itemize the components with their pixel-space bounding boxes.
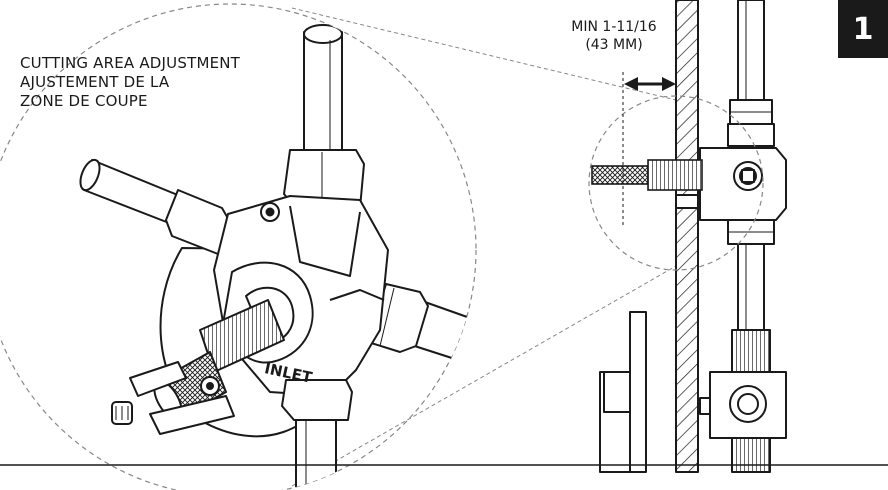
dimension-line-2: (43 MM) [585, 37, 643, 53]
cutting-area-callout: CUTTING AREA ADJUSTMENT AJUSTEMENT DE LA… [20, 54, 278, 111]
valve-detail [79, 24, 471, 490]
callout-line-1: CUTTING AREA ADJUSTMENT [20, 54, 241, 72]
callout-line-3: ZONE DE COUPE [20, 92, 148, 110]
magnifier-connectors [291, 7, 677, 487]
dimension-line-1: MIN 1-11/16 [571, 19, 657, 35]
dimension-label: MIN 1-11/16 (43 MM) [560, 18, 668, 54]
step-number-badge: 1 [838, 0, 888, 58]
zoom-circle [0, 3, 477, 490]
wall-assembly [599, 0, 787, 473]
stem-through-wall [591, 159, 703, 191]
zoom-source-circle [588, 95, 764, 271]
dimension-indicator [622, 72, 676, 226]
callout-line-2: AJUSTEMENT DE LA [20, 73, 170, 91]
